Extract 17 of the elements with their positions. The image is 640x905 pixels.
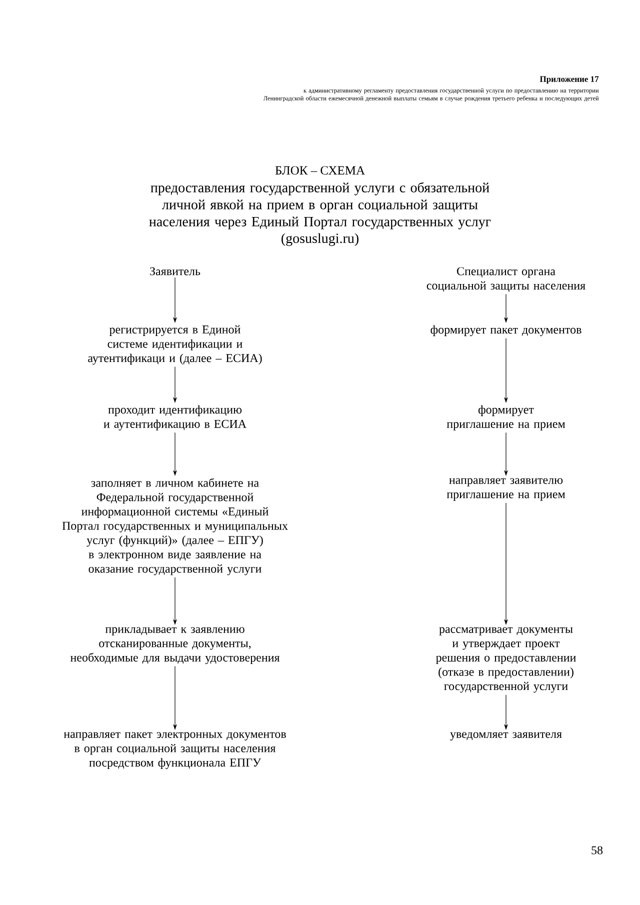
step-text: формирует пакет документов <box>430 325 582 336</box>
title-text: БЛОК – СХЕМА <box>275 166 365 175</box>
appendix-heading: Приложение 17 <box>540 76 599 84</box>
title-text: (gosuslugi.ru) <box>282 233 358 246</box>
step-text: проходит идентификацию и аутентификацию в ЕСИА <box>104 405 246 430</box>
step-text: Заявитель <box>150 267 200 276</box>
step-text: прикладывает к заявлению отсканированные документы, необходимые для выдачи удостоверения <box>70 627 280 664</box>
page-number: 58 <box>592 846 603 854</box>
step-text: заполняет в личном кабинете на Федеральной государственной информационной системы «Единый Портал государственных и муниципальных услуг (функций)» (далее – ЕПГУ) в электронном виде заявление на оказание государственной услуги <box>62 478 288 576</box>
title-text: предоставления государственной услуги с обязательной личной явкой на прием в орган социальной защиты населения через Единый Портал государственных услуг <box>149 182 491 230</box>
step-text: формирует приглашение на прием <box>446 405 566 430</box>
step-text: направляет пакет электронных документов в орган социальной защиты населения посредством функционала ЕПГУ <box>64 732 286 770</box>
step-text: направляет заявителю приглашение на прием <box>446 478 566 501</box>
step-text: рассматривает документы и утверждает проект решения о предоставлении (отказе в предоставлении) государственной услуги <box>436 627 576 693</box>
step-text: Специалист органа социальной защиты населения <box>426 267 586 292</box>
step-text: уведомляет заявителя <box>450 732 562 740</box>
step-text: регистрируется в Единой системе идентификации и аутентификаци и (далее – ЕСИА) <box>88 325 262 365</box>
